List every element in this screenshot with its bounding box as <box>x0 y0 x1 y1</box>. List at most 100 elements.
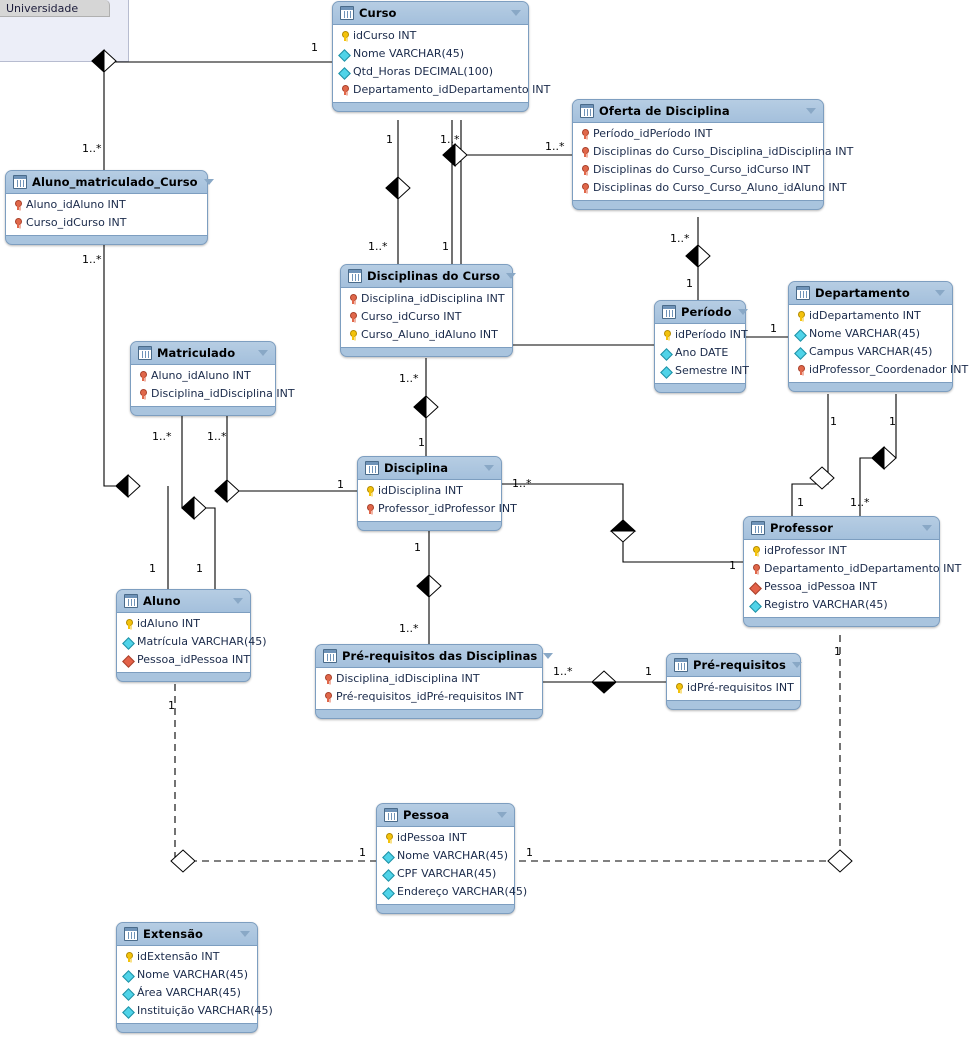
field-row[interactable]: Curso_idCurso INT <box>6 214 207 232</box>
field-row[interactable]: Pessoa_idPessoa INT <box>117 651 250 669</box>
multiplicity-label: 1 <box>196 562 203 575</box>
field-row[interactable]: CPF VARCHAR(45) <box>377 865 514 883</box>
field-row[interactable]: Endereço VARCHAR(45) <box>377 883 527 901</box>
entity-table-header-professor[interactable]: Professor <box>744 517 939 539</box>
entity-table-header-pre_requisitos[interactable]: Pré-requisitos <box>667 654 802 676</box>
field-row[interactable]: Disciplinas do Curso_Curso_idCurso INT <box>573 161 823 179</box>
field-row[interactable]: Pessoa_idPessoa INT <box>744 578 939 596</box>
entity-table-header-curso[interactable]: Curso <box>333 2 528 24</box>
chevron-down-icon[interactable] <box>791 662 802 668</box>
entity-table-header-periodo[interactable]: Período <box>655 301 748 323</box>
entity-table-pre_requisitos[interactable]: Pré-requisitos idPré-requisitos INT <box>666 653 802 710</box>
field-row[interactable]: Nome VARCHAR(45) <box>117 966 257 984</box>
field-row[interactable]: Matrícula VARCHAR(45) <box>117 633 267 651</box>
field-row[interactable]: Disciplinas do Curso_Disciplina_idDiscip… <box>573 143 853 161</box>
entity-table-header-pre_requisitos_das_disciplinas[interactable]: Pré-requisitos das Disciplinas <box>316 645 554 667</box>
field-row[interactable]: idPré-requisitos INT <box>667 679 800 697</box>
chevron-down-icon[interactable] <box>935 290 945 296</box>
field-row[interactable]: idCurso INT <box>333 27 528 45</box>
entity-table-header-extensao[interactable]: Extensão <box>117 923 257 945</box>
field-row[interactable]: Disciplina_idDisciplina INT <box>341 290 512 308</box>
chevron-down-icon[interactable] <box>511 10 521 16</box>
field-row[interactable]: Disciplina_idDisciplina INT <box>316 670 542 688</box>
chevron-down-icon[interactable] <box>233 598 243 604</box>
field-row[interactable]: idAluno INT <box>117 615 250 633</box>
entity-table-header-pessoa[interactable]: Pessoa <box>377 804 514 826</box>
universidade-schema-panel[interactable]: Universidade <box>0 0 129 62</box>
field-row[interactable]: Campus VARCHAR(45) <box>789 343 952 361</box>
chevron-down-icon[interactable] <box>806 108 816 114</box>
field-row[interactable]: Período_idPeríodo INT <box>573 125 823 143</box>
field-row[interactable]: Curso_Aluno_idAluno INT <box>341 326 512 344</box>
entity-table-header-matriculado[interactable]: Matriculado <box>131 342 275 364</box>
field-row[interactable]: idDepartamento INT <box>789 307 952 325</box>
entity-table-header-aluno[interactable]: Aluno <box>117 590 250 612</box>
field-row[interactable]: Registro VARCHAR(45) <box>744 596 939 614</box>
table-icon <box>365 461 379 475</box>
field-row[interactable]: Nome VARCHAR(45) <box>789 325 952 343</box>
chevron-down-icon[interactable] <box>240 931 250 937</box>
field-row[interactable]: Pré-requisitos_idPré-requisitos INT <box>316 688 542 706</box>
field-row[interactable]: Área VARCHAR(45) <box>117 984 257 1002</box>
field-row[interactable]: Semestre INT <box>655 362 749 380</box>
field-row[interactable]: Disciplinas do Curso_Curso_Aluno_idAluno… <box>573 179 847 197</box>
chevron-down-icon[interactable] <box>737 309 748 315</box>
multiplicity-label: 1 <box>770 322 777 335</box>
diamond-aluno-pessoa <box>170 849 196 873</box>
universidade-tab[interactable] <box>0 0 110 17</box>
chevron-down-icon[interactable] <box>506 273 517 279</box>
field-row[interactable]: idDisciplina INT <box>358 482 501 500</box>
field-row[interactable]: Disciplina_idDisciplina INT <box>131 385 295 403</box>
field-row[interactable]: idProfessor_Coordenador INT <box>789 361 968 379</box>
multiplicity-label: 1 <box>830 415 837 428</box>
field-row[interactable]: Aluno_idAluno INT <box>6 196 207 214</box>
primary-foreign-key-icon <box>579 164 590 176</box>
multiplicity-label: 1..* <box>82 142 102 155</box>
entity-table-header-departamento[interactable]: Departamento <box>789 282 952 304</box>
entity-table-header-disciplinas_do_curso[interactable]: Disciplinas do Curso <box>341 265 517 287</box>
field-row[interactable]: Ano DATE <box>655 344 745 362</box>
field-row[interactable]: Nome VARCHAR(45) <box>333 45 528 63</box>
chevron-down-icon[interactable] <box>484 465 494 471</box>
field-row[interactable]: Professor_idProfessor INT <box>358 500 517 518</box>
chevron-down-icon[interactable] <box>497 812 507 818</box>
entity-table-header-oferta_de_disciplina[interactable]: Oferta de Disciplina <box>573 100 823 122</box>
field-row[interactable]: Departamento_idDepartamento INT <box>333 81 550 99</box>
chevron-down-icon[interactable] <box>203 179 214 185</box>
field-row[interactable]: idPeríodo INT <box>655 326 748 344</box>
field-row[interactable]: Instituição VARCHAR(45) <box>117 1002 273 1020</box>
field-row[interactable]: idProfessor INT <box>744 542 939 560</box>
field-row[interactable]: Aluno_idAluno INT <box>131 367 275 385</box>
chevron-down-icon[interactable] <box>922 525 932 531</box>
field-row[interactable]: Qtd_Horas DECIMAL(100) <box>333 63 528 81</box>
chevron-down-icon[interactable] <box>258 350 268 356</box>
field-row[interactable]: Departamento_idDepartamento INT <box>744 560 961 578</box>
chevron-down-icon[interactable] <box>543 653 554 659</box>
field-row[interactable]: Curso_idCurso INT <box>341 308 512 326</box>
field-row[interactable]: Nome VARCHAR(45) <box>377 847 514 865</box>
entity-table-title: Curso <box>359 6 397 20</box>
entity-table-header-aluno_matriculado_curso[interactable]: Aluno_matriculado_Curso <box>6 171 214 193</box>
entity-table-header-disciplina[interactable]: Disciplina <box>358 457 501 479</box>
primary-key-icon <box>364 485 375 497</box>
primary-foreign-key-icon <box>339 84 350 96</box>
field-row[interactable]: idExtensão INT <box>117 948 257 966</box>
field-row[interactable]: idPessoa INT <box>377 829 514 847</box>
